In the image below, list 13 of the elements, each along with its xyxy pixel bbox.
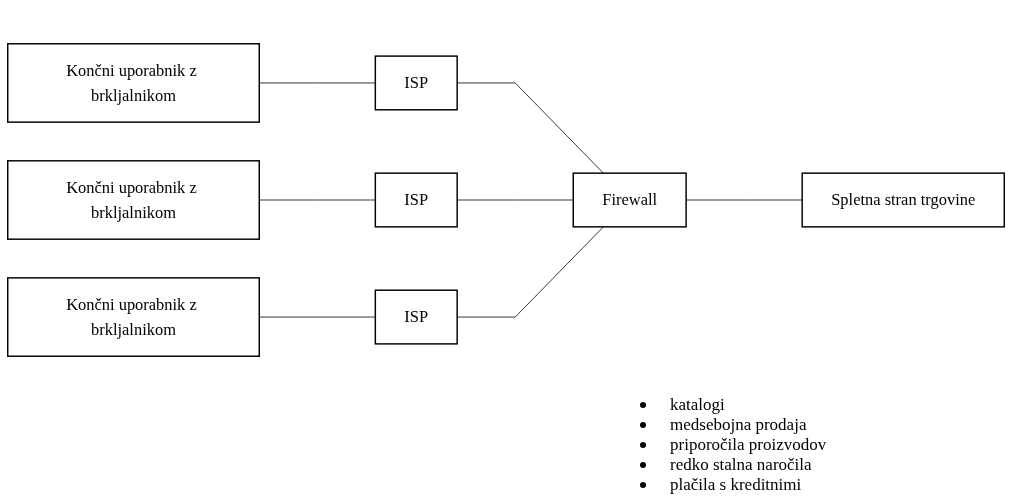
node-box: Končni uporabnik z brkljalnikom [7,160,260,240]
list-item-text: plačila s kreditnimi [670,475,802,495]
list-item-text: katalogi [670,395,725,415]
node-box: ISP [374,289,458,345]
node-box: ISP [374,55,458,111]
node-box: Firewall [572,172,687,228]
node-box: ISP [374,172,458,228]
node-box: Končni uporabnik z brkljalnikom [7,277,260,357]
node-box: Končni uporabnik z brkljalnikom [7,43,260,123]
node-box: Spletna stran trgovine [801,172,1005,228]
list-item-text: redko stalna naročila [670,455,812,475]
list-item-text: medsebojna prodaja [670,415,807,435]
list-item-text: priporočila proizvodov [670,435,827,455]
